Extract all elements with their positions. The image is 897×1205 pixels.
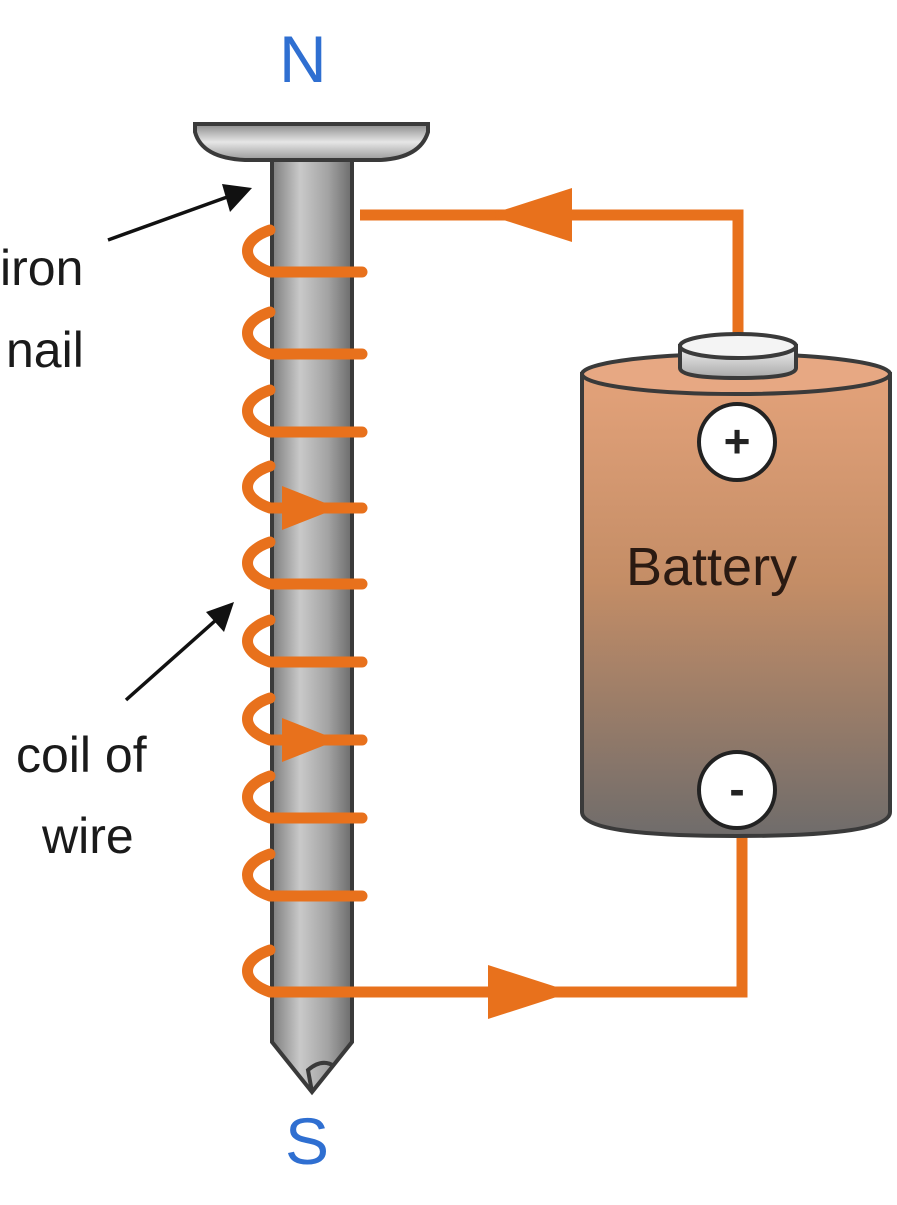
battery-label: Battery [626,537,798,597]
iron-nail [193,122,430,1096]
wire-bottom [355,835,748,998]
pointer-iron-nail [107,184,252,242]
coil-loop [242,224,368,278]
coil-loop [242,306,368,360]
coil-loop [242,770,368,824]
coil-arrow-upper [282,486,338,530]
nail-tip-notch [305,1060,336,1093]
nail-shaft [270,156,354,1096]
coil-label-line2: wire [42,808,134,864]
minus-terminal-icon [697,750,777,830]
coil-loop [242,692,368,746]
coil-of-wire [242,224,368,998]
current-arrow-top [488,188,572,242]
coil-loop [242,384,368,438]
plus-terminal-icon [697,402,777,482]
plus-sign: + [723,415,751,467]
coil-loop [242,944,368,998]
coil-label-line1: coil of [16,727,147,783]
battery [580,332,892,839]
coil-loop [242,536,368,590]
current-arrow-bottom [488,965,572,1019]
iron-nail-label-line2: nail [6,322,84,378]
wire-top [360,209,744,340]
iron-nail-label-line1: iron [0,240,84,296]
minus-sign: - [729,763,745,815]
coil-loop [242,848,368,902]
south-pole-label: S [285,1104,330,1178]
coil-arrow-lower [282,718,338,762]
coil-loop [242,460,368,514]
north-pole-label: N [279,22,327,96]
battery-body [580,372,892,839]
coil-loop [242,614,368,668]
pointer-coil [124,602,234,702]
nail-head [193,122,430,162]
battery-cap-top [678,332,798,360]
